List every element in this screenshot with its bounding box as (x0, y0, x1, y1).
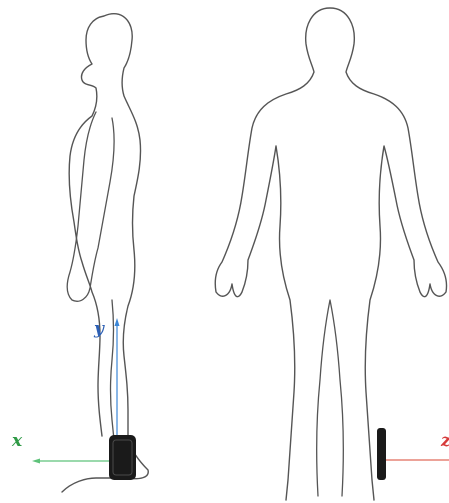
side-body-outline (62, 14, 148, 492)
z-axis-label: z (440, 431, 449, 451)
front-body-outline (215, 8, 446, 500)
y-axis-label: y (93, 319, 105, 339)
side-leg-outline (111, 300, 115, 440)
x-axis-arrowhead (32, 459, 40, 464)
x-axis-label: x (11, 431, 23, 451)
y-axis-arrowhead (115, 318, 120, 326)
side-view (62, 14, 148, 492)
front-view (215, 8, 446, 500)
front-phone-device (377, 428, 386, 480)
front-inner-leg-outline (317, 300, 344, 496)
